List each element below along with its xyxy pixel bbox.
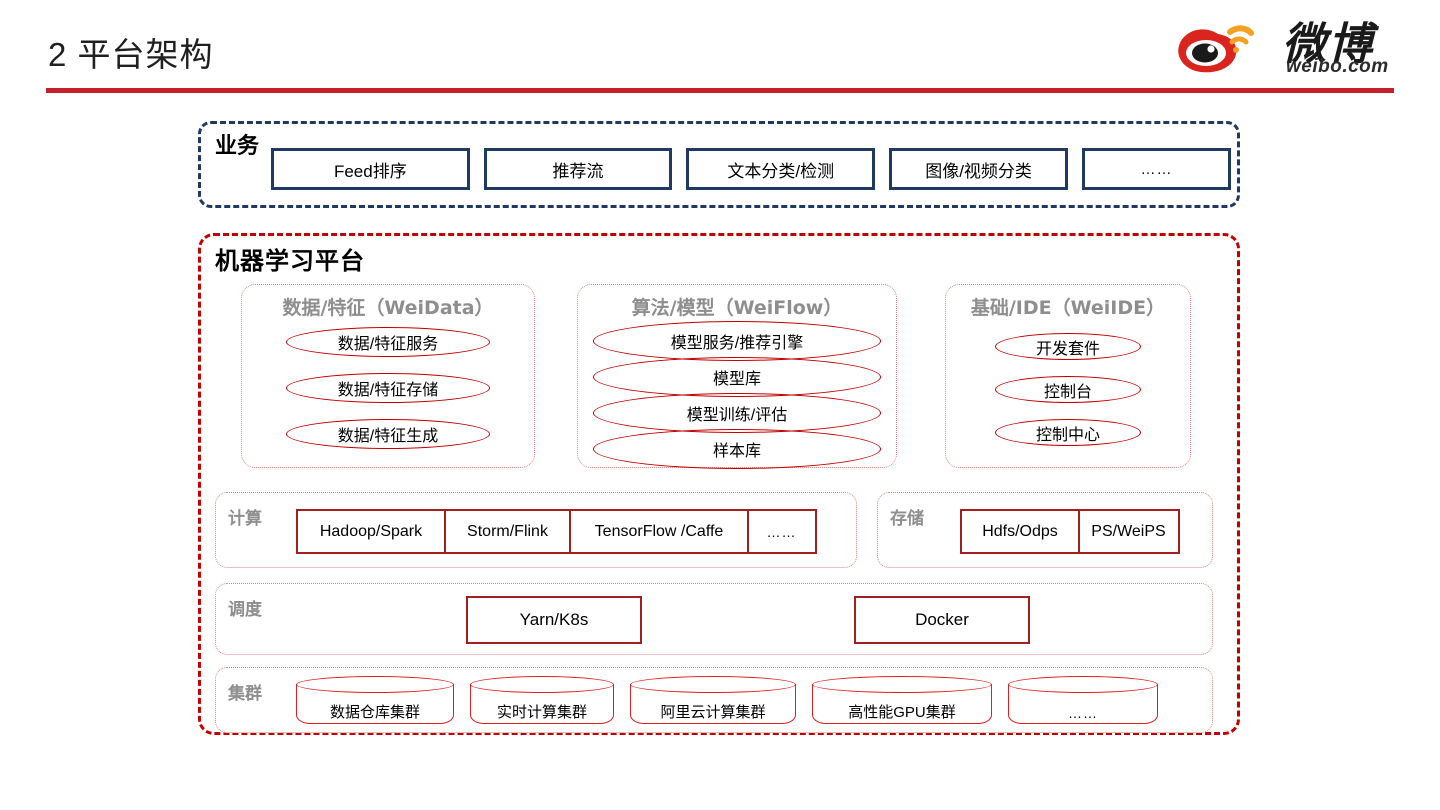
weiide-item[interactable]: 开发套件	[995, 333, 1141, 360]
storage-row-label: 存储	[890, 509, 924, 529]
schedule-row: 调度 Yarn/K8s Docker	[215, 583, 1213, 655]
panel-weiflow: 算法/模型（WeiFlow） 模型服务/推荐引擎 模型库 模型训练/评估 样本库	[577, 284, 897, 469]
weiide-item[interactable]: 控制中心	[995, 419, 1141, 446]
storage-chip-strip: Hdfs/Odps PS/WeiPS	[960, 509, 1180, 554]
cylinder-body-icon	[812, 684, 992, 724]
weiflow-item[interactable]: 模型服务/推荐引擎	[593, 321, 881, 361]
weibo-eye-icon	[1178, 25, 1254, 73]
panel-weiide: 基础/IDE（WeiIDE） 开发套件 控制台 控制中心	[945, 284, 1191, 468]
cluster-cylinder-strip: 数据仓库集群 实时计算集群 阿里云计算集群 高性能GPU集群 ……	[296, 676, 1158, 724]
weidata-item[interactable]: 数据/特征生成	[286, 419, 490, 449]
logo-text-en: weibo.com	[1286, 56, 1389, 77]
storage-item[interactable]: Hdfs/Odps	[960, 509, 1080, 554]
compute-item-more[interactable]: ……	[746, 509, 817, 554]
weibo-logo: 微博 weibo.com	[1174, 10, 1418, 82]
cylinder-top-icon	[812, 676, 992, 693]
cylinder-body-icon	[470, 684, 614, 724]
compute-item[interactable]: Hadoop/Spark	[296, 509, 446, 554]
business-item[interactable]: 图像/视频分类	[889, 148, 1068, 190]
page-title: 2 平台架构	[48, 36, 214, 73]
weiide-item[interactable]: 控制台	[995, 376, 1141, 403]
cylinder-top-icon	[470, 676, 614, 693]
panel-weiflow-items: 模型服务/推荐引擎 模型库 模型训练/评估 样本库	[578, 321, 896, 469]
cluster-item-label: 阿里云计算集群	[660, 704, 766, 721]
business-item-more[interactable]: ……	[1081, 148, 1231, 190]
slide-header: 2 平台架构 微博 weibo.com	[0, 0, 1440, 96]
business-item[interactable]: Feed排序	[271, 148, 470, 190]
weiflow-item[interactable]: 样本库	[593, 429, 881, 469]
compute-row: 计算 Hadoop/Spark Storm/Flink TensorFlow /…	[215, 492, 857, 568]
business-layer: 业务 Feed排序 推荐流 文本分类/检测 图像/视频分类 ……	[198, 121, 1240, 208]
cluster-item-label: 高性能GPU集群	[848, 704, 956, 721]
business-layer-label: 业务	[215, 134, 260, 159]
panel-weiflow-title: 算法/模型（WeiFlow）	[631, 297, 843, 319]
compute-item[interactable]: Storm/Flink	[443, 509, 572, 554]
panel-weidata-items: 数据/特征服务 数据/特征存储 数据/特征生成	[242, 327, 534, 465]
cylinder-top-icon	[1008, 676, 1158, 693]
cluster-row: 集群 数据仓库集群 实时计算集群 阿里云计算集群 高性能GPU集群	[215, 667, 1213, 733]
header-divider	[46, 88, 1394, 93]
logo-text-cn: 微博	[1282, 19, 1374, 70]
cluster-item[interactable]: 阿里云计算集群	[630, 676, 796, 724]
compute-chip-strip: Hadoop/Spark Storm/Flink TensorFlow /Caf…	[296, 509, 817, 554]
cluster-item[interactable]: 高性能GPU集群	[812, 676, 992, 724]
cluster-item-label: 实时计算集群	[496, 704, 587, 721]
business-item-row: Feed排序 推荐流 文本分类/检测 图像/视频分类 ……	[271, 148, 1231, 190]
cylinder-body-icon	[296, 684, 454, 724]
storage-row: 存储 Hdfs/Odps PS/WeiPS	[877, 492, 1213, 568]
business-item[interactable]: 文本分类/检测	[686, 148, 876, 190]
compute-item[interactable]: TensorFlow /Caffe	[569, 509, 749, 554]
cylinder-top-icon	[296, 676, 454, 693]
schedule-item[interactable]: Yarn/K8s	[466, 596, 642, 644]
weiflow-item[interactable]: 模型库	[593, 357, 881, 397]
cluster-item-label: ……	[1068, 705, 1098, 721]
weidata-item[interactable]: 数据/特征存储	[286, 373, 490, 403]
ml-platform-layer: 机器学习平台 数据/特征（WeiData） 数据/特征服务 数据/特征存储 数据…	[198, 233, 1240, 735]
cluster-item[interactable]: 实时计算集群	[470, 676, 614, 724]
cluster-item[interactable]: 数据仓库集群	[296, 676, 454, 724]
cluster-item-more[interactable]: ……	[1008, 676, 1158, 724]
cylinder-body-icon	[1008, 684, 1158, 724]
schedule-row-label: 调度	[228, 600, 262, 620]
panel-weiide-title: 基础/IDE（WeiIDE）	[970, 297, 1166, 319]
schedule-item[interactable]: Docker	[854, 596, 1030, 644]
panel-weiide-items: 开发套件 控制台 控制中心	[946, 333, 1190, 462]
cylinder-top-icon	[630, 676, 796, 693]
ml-platform-title: 机器学习平台	[215, 247, 365, 275]
business-item[interactable]: 推荐流	[483, 148, 673, 190]
cluster-item-label: 数据仓库集群	[329, 704, 420, 721]
weiflow-item[interactable]: 模型训练/评估	[593, 393, 881, 433]
compute-row-label: 计算	[228, 509, 262, 529]
cluster-row-label: 集群	[228, 684, 262, 704]
weidata-item[interactable]: 数据/特征服务	[286, 327, 490, 357]
panel-weidata-title: 数据/特征（WeiData）	[282, 297, 494, 319]
cylinder-body-icon	[630, 684, 796, 724]
storage-item[interactable]: PS/WeiPS	[1077, 509, 1180, 554]
panel-weidata: 数据/特征（WeiData） 数据/特征服务 数据/特征存储 数据/特征生成	[241, 284, 535, 468]
